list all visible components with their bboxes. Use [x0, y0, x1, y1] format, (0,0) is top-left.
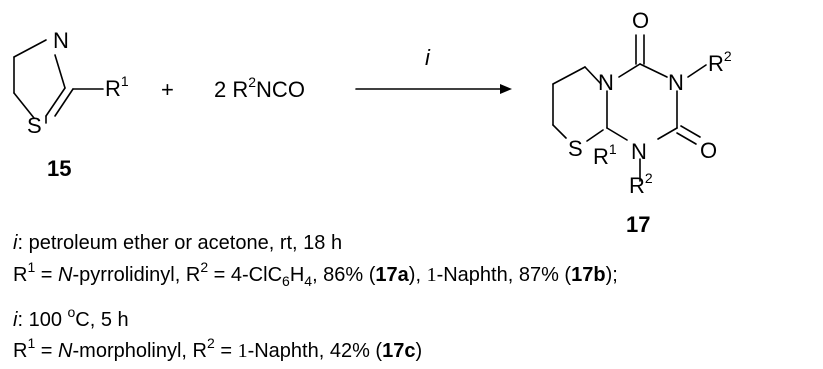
compound-label-15: 15	[47, 156, 71, 181]
substituent-r2-bottom: R2	[629, 170, 653, 198]
compound-label-17: 17	[626, 212, 650, 237]
condition-line-3: i: 100 oC, 5 h	[13, 304, 129, 331]
bond-carbonyl	[680, 125, 701, 138]
bond	[657, 127, 678, 140]
bond	[606, 127, 628, 141]
bond	[552, 124, 567, 139]
bond	[13, 92, 35, 119]
atom-n-bridgehead: N	[598, 70, 614, 95]
atom-s: S	[27, 113, 42, 138]
bond	[45, 87, 66, 117]
conditions: i: petroleum ether or acetone, rt, 18 h …	[13, 232, 618, 362]
substituent-r2-top: R2	[708, 48, 732, 76]
bond	[687, 64, 707, 78]
bond	[618, 63, 641, 78]
arrow-head	[500, 84, 512, 94]
product-structure: O N N R2 O N S R1 R2 17	[552, 8, 732, 237]
substituent-r1: R1	[593, 141, 617, 169]
thiazoline-structure: N S R1 15	[13, 28, 129, 181]
atom-n-bottom: N	[631, 139, 647, 164]
atom-o-top: O	[632, 8, 649, 33]
bond	[639, 63, 668, 78]
reaction-arrow: i	[355, 45, 512, 94]
condition-line-1: i: petroleum ether or acetone, rt, 18 h	[13, 232, 342, 254]
substituent-r1: R1	[105, 73, 129, 101]
atom-n-right: N	[668, 70, 684, 95]
bond	[584, 66, 602, 85]
arrow-label: i	[425, 45, 431, 70]
bond	[54, 54, 66, 89]
plus-sign: +	[161, 77, 174, 102]
atom-s: S	[568, 136, 583, 161]
atom-n: N	[53, 28, 69, 53]
condition-line-2: R1 = N-pyrrolidinyl, R2 = 4-ClC6H4, 86% …	[13, 259, 618, 289]
bond	[13, 39, 47, 58]
reagent-isocyanate: 2 R2NCO	[214, 74, 305, 102]
bond-carbonyl	[676, 132, 697, 145]
bond	[586, 129, 604, 142]
bond	[54, 88, 74, 117]
condition-line-4: R1 = N-morpholinyl, R2 = 1-Naphth, 42% (…	[13, 335, 422, 362]
bond	[552, 66, 586, 85]
atom-o-right: O	[700, 138, 717, 163]
